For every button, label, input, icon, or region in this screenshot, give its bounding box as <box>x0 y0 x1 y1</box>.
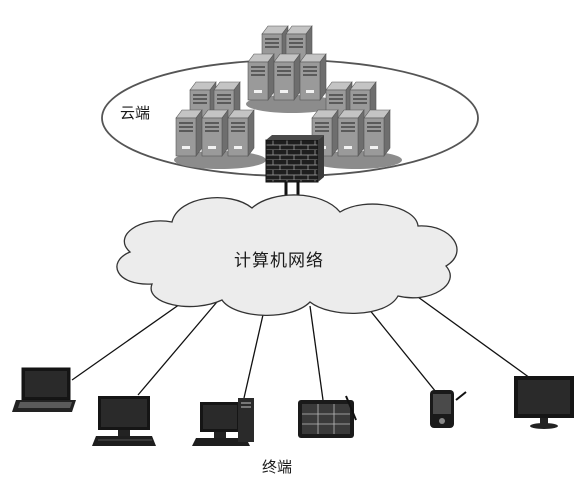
terminal-label: 终端 <box>262 458 293 476</box>
connection-lines <box>71 283 531 401</box>
network-label: 计算机网络 <box>234 251 324 271</box>
pda-icon <box>430 390 467 428</box>
cloud-icon <box>116 194 458 316</box>
laptop-icon <box>12 367 76 412</box>
lcd-monitor-icon <box>514 376 574 429</box>
desktop-tower-icon <box>192 398 254 446</box>
cloud-label: 云端 <box>120 104 151 122</box>
server-cluster-icon <box>246 26 338 113</box>
tablet-icon <box>298 395 357 438</box>
desktop-monitor-icon <box>92 396 156 446</box>
